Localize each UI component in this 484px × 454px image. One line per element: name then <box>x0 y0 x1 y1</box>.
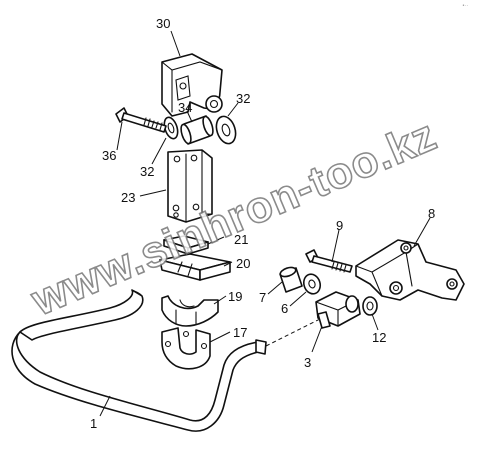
end-washer <box>362 296 378 316</box>
spacer-plate <box>163 235 209 255</box>
corner-code: •·· <box>462 3 469 9</box>
callout-19: 19 <box>228 289 242 304</box>
u-clamp <box>161 327 211 370</box>
bracket-bolt <box>305 249 353 273</box>
callout-1: 1 <box>90 416 97 431</box>
callout-32-upper: 32 <box>236 91 250 106</box>
assembly-centerline <box>265 317 323 347</box>
clamp-plate <box>159 253 231 281</box>
frame-bracket <box>355 239 465 301</box>
rubber-insulator <box>161 295 219 327</box>
callout-labels: 30 34 32 36 32 23 21 20 19 17 9 8 7 6 12… <box>90 16 435 431</box>
strap-bracket <box>167 149 213 223</box>
callout-8: 8 <box>428 206 435 221</box>
callout-17: 17 <box>233 325 247 340</box>
callout-36: 36 <box>102 148 116 163</box>
callout-7: 7 <box>259 290 266 305</box>
callout-6: 6 <box>281 301 288 316</box>
callout-9: 9 <box>336 218 343 233</box>
bushing-sleeve <box>180 115 214 145</box>
upper-bracket <box>161 53 223 117</box>
callout-20: 20 <box>236 256 250 271</box>
callout-30: 30 <box>156 16 170 31</box>
end-link <box>315 291 361 329</box>
callout-23: 23 <box>121 190 135 205</box>
callout-32-lower: 32 <box>140 164 154 179</box>
long-bolt <box>115 107 167 133</box>
callout-12: 12 <box>372 330 386 345</box>
callout-21: 21 <box>234 232 248 247</box>
callout-3: 3 <box>304 355 311 370</box>
stabilizer-bar <box>11 289 267 432</box>
leader-lines <box>99 30 431 417</box>
callout-34: 34 <box>178 100 192 115</box>
link-sleeve <box>279 266 303 293</box>
link-washer <box>302 273 322 295</box>
rubber-bushing-upper <box>215 115 237 145</box>
